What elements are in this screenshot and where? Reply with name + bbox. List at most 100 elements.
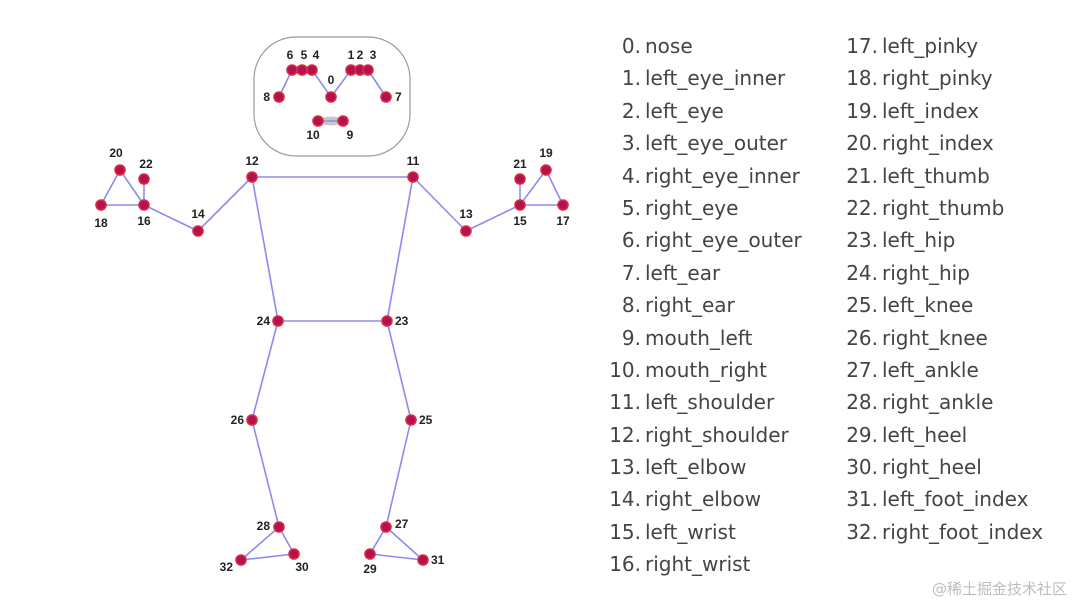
landmark-label-31: 31 — [431, 553, 445, 567]
landmark-point-30 — [288, 548, 300, 560]
legend-index: 28. — [846, 390, 878, 415]
connection-11-13 — [412, 176, 467, 232]
landmark-label-23: 23 — [395, 314, 409, 328]
legend-name: left_eye_outer — [645, 131, 788, 156]
legend-name: left_thumb — [882, 163, 990, 188]
legend-name: left_eye — [645, 98, 724, 123]
landmark-point-19 — [540, 164, 552, 176]
landmark-label-8: 8 — [263, 90, 270, 104]
legend-index: 19. — [846, 98, 878, 123]
legend-name: right_elbow — [645, 487, 762, 512]
legend-name: left_knee — [882, 293, 974, 318]
landmark-point-31 — [417, 554, 429, 566]
legend-name: mouth_left — [645, 325, 753, 350]
connection-24-26 — [251, 320, 279, 421]
watermark: @稀土掘金技术社区 — [931, 580, 1067, 598]
legend-index: 8. — [621, 293, 641, 318]
legend-name: right_thumb — [882, 195, 1005, 220]
legend-name: mouth_right — [645, 357, 767, 382]
legend-index: 17. — [846, 34, 878, 58]
legend-item-27: 27.left_ankle — [840, 354, 1043, 386]
legend-name: right_heel — [882, 455, 982, 480]
landmark-points — [95, 64, 569, 566]
legend-index: 16. — [609, 552, 641, 577]
legend-item-0: 0.nose — [603, 30, 802, 62]
connection-28-32 — [240, 526, 280, 561]
legend-item-17: 17.left_pinky — [840, 30, 1043, 62]
landmark-label-16: 16 — [137, 214, 151, 228]
connection-14-16 — [143, 204, 199, 232]
skeleton-connections — [100, 69, 564, 561]
landmark-label-3: 3 — [370, 48, 377, 62]
landmark-point-18 — [95, 199, 107, 211]
landmark-label-11: 11 — [407, 154, 420, 168]
legend-name: right_eye — [645, 195, 739, 220]
legend-index: 9. — [621, 325, 641, 350]
legend-index: 2. — [621, 98, 641, 123]
legend-index: 31. — [846, 487, 878, 512]
landmark-label-14: 14 — [191, 207, 205, 221]
legend-item-12: 12.right_shoulder — [603, 419, 802, 451]
legend-name: right_foot_index — [882, 519, 1044, 544]
connection-27-31 — [385, 526, 424, 561]
legend-item-14: 14.right_elbow — [603, 483, 802, 515]
connection-13-15 — [465, 204, 521, 232]
legend-item-26: 26.right_knee — [840, 322, 1043, 354]
legend-name: left_hip — [882, 228, 956, 253]
landmark-point-16 — [138, 199, 150, 211]
landmark-label-4: 4 — [313, 48, 320, 62]
landmark-label-0: 0 — [328, 73, 335, 87]
landmark-point-27 — [380, 521, 392, 533]
landmark-label-12: 12 — [245, 154, 259, 168]
connection-12-14 — [197, 176, 253, 232]
legend-item-2: 2.left_eye — [603, 95, 802, 127]
legend-name: left_pinky — [882, 34, 979, 58]
landmark-label-15: 15 — [513, 214, 527, 228]
legend-index: 30. — [846, 455, 878, 480]
legend-name: right_index — [882, 131, 994, 156]
legend-name: right_shoulder — [645, 422, 789, 447]
connection-11-23 — [386, 176, 414, 322]
legend-index: 29. — [846, 422, 878, 447]
legend-index: 10. — [609, 357, 641, 382]
legend-name: right_pinky — [882, 66, 993, 91]
legend-index: 27. — [846, 357, 878, 382]
connection-23-25 — [386, 320, 412, 421]
landmark-point-6 — [286, 64, 298, 76]
legend-name: left_index — [882, 98, 980, 123]
connection-15-19 — [519, 169, 547, 206]
legend-name: left_ankle — [882, 357, 979, 382]
legend-name: right_eye_outer — [645, 228, 802, 253]
legend-index: 7. — [621, 260, 641, 285]
landmark-label-17: 17 — [556, 214, 570, 228]
face-outline — [253, 36, 411, 157]
legend-item-31: 31.left_foot_index — [840, 483, 1043, 515]
legend-item-29: 29.left_heel — [840, 419, 1043, 451]
connection-12-24 — [251, 176, 279, 322]
legend-name: left_elbow — [645, 455, 747, 480]
landmark-label-5: 5 — [301, 48, 308, 62]
connection-16-20 — [119, 169, 145, 206]
legend-item-32: 32.right_foot_index — [840, 516, 1043, 548]
landmark-point-23 — [381, 315, 393, 327]
legend-index: 24. — [846, 260, 878, 285]
legend-item-6: 6.right_eye_outer — [603, 224, 802, 256]
legend-item-25: 25.left_knee — [840, 289, 1043, 321]
connection-29-31 — [369, 553, 424, 561]
legend-item-21: 21.left_thumb — [840, 160, 1043, 192]
connection-25-27 — [385, 419, 412, 528]
legend-name: right_knee — [882, 325, 988, 350]
legend-name: nose — [645, 34, 693, 58]
landmark-point-10 — [312, 115, 324, 127]
legend-item-19: 19.left_index — [840, 95, 1043, 127]
landmark-label-13: 13 — [459, 207, 473, 221]
legend-index: 1. — [621, 66, 641, 91]
legend-name: left_wrist — [645, 519, 736, 544]
legend-index: 13. — [609, 455, 641, 480]
landmark-label-32: 32 — [220, 560, 234, 574]
legend-index: 12. — [609, 422, 641, 447]
landmark-point-17 — [557, 199, 569, 211]
legend-item-13: 13.left_elbow — [603, 451, 802, 483]
landmark-point-4 — [306, 64, 318, 76]
